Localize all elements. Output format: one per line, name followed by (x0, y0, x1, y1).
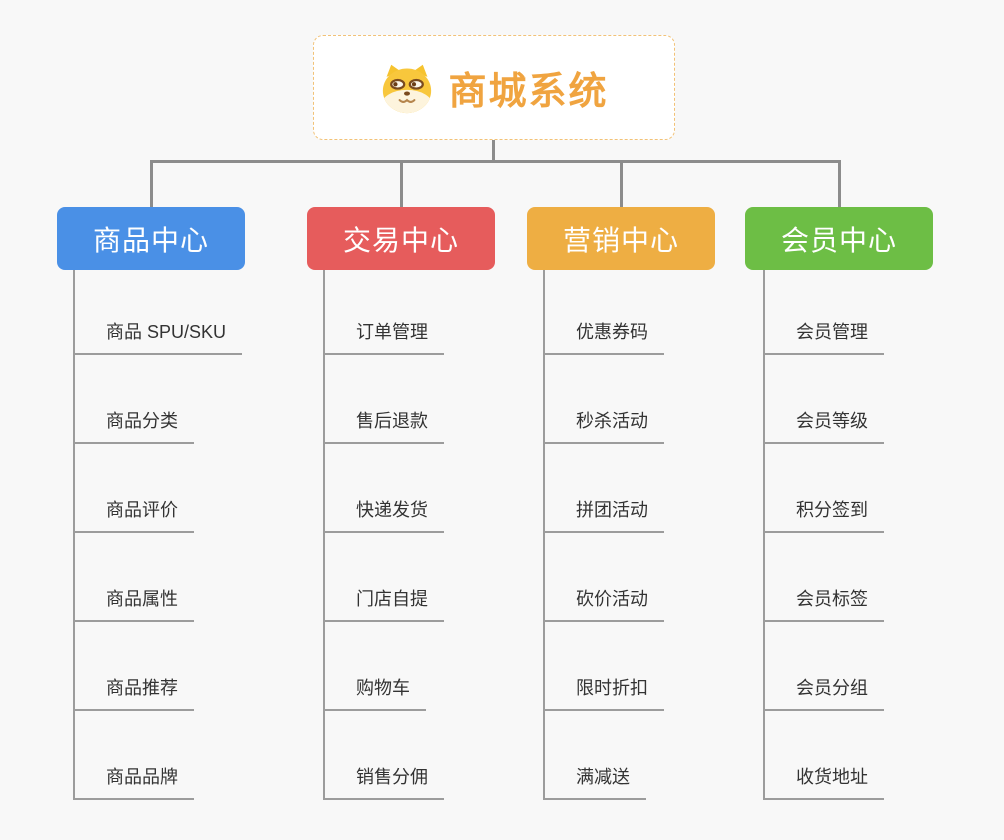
leaf-item[interactable]: 会员标签 (763, 586, 884, 622)
connector-root-drop (492, 140, 495, 163)
leaf-item[interactable]: 秒杀活动 (543, 408, 664, 444)
branch-column-product-center: 商品 SPU/SKU 商品分类 商品评价 商品属性 商品推荐 商品品牌 (73, 270, 295, 800)
leaf-item[interactable]: 会员管理 (763, 319, 884, 355)
leaf-item[interactable]: 优惠券码 (543, 319, 664, 355)
branch-column-trade-center: 订单管理 售后退款 快递发货 门店自提 购物车 销售分佣 (323, 270, 545, 800)
shiba-dog-icon (379, 62, 435, 114)
branch-header-marketing-center[interactable]: 营销中心 (527, 207, 715, 270)
connector-drop-marketing-center (620, 160, 623, 207)
leaf-item[interactable]: 商品推荐 (73, 675, 194, 711)
leaf-item[interactable]: 商品 SPU/SKU (73, 319, 243, 355)
leaf-item[interactable]: 快递发货 (323, 497, 444, 533)
leaf-item[interactable]: 收货地址 (763, 764, 884, 800)
leaf-item[interactable]: 会员等级 (763, 408, 884, 444)
leaf-item[interactable]: 销售分佣 (323, 764, 444, 800)
leaf-item[interactable]: 商品分类 (73, 408, 194, 444)
leaf-item[interactable]: 商品评价 (73, 497, 194, 533)
leaf-item[interactable]: 砍价活动 (543, 586, 664, 622)
connector-horizontal-bus (150, 160, 840, 163)
leaf-item[interactable]: 满减送 (543, 764, 646, 800)
leaf-item[interactable]: 限时折扣 (543, 675, 664, 711)
leaf-item[interactable]: 商品品牌 (73, 764, 194, 800)
connector-drop-product-center (150, 160, 153, 207)
leaf-item[interactable]: 售后退款 (323, 408, 444, 444)
leaf-item[interactable]: 门店自提 (323, 586, 444, 622)
root-title: 商城系统 (448, 71, 609, 113)
leaf-item[interactable]: 订单管理 (323, 319, 444, 355)
branch-column-marketing-center: 优惠券码 秒杀活动 拼团活动 砍价活动 限时折扣 满减送 (543, 270, 765, 800)
leaf-item[interactable]: 拼团活动 (543, 497, 664, 533)
branch-header-member-center[interactable]: 会员中心 (745, 207, 933, 270)
branch-header-product-center[interactable]: 商品中心 (57, 207, 245, 270)
leaf-item[interactable]: 商品属性 (73, 586, 194, 622)
leaf-item[interactable]: 会员分组 (763, 675, 884, 711)
branch-header-trade-center[interactable]: 交易中心 (307, 207, 495, 270)
root-node[interactable]: 商城系统 (313, 35, 675, 140)
branch-column-member-center: 会员管理 会员等级 积分签到 会员标签 会员分组 收货地址 (763, 270, 985, 800)
leaf-item[interactable]: 购物车 (323, 675, 426, 711)
connector-drop-member-center (838, 160, 841, 207)
connector-drop-trade-center (400, 160, 403, 207)
leaf-item[interactable]: 积分签到 (763, 497, 884, 533)
